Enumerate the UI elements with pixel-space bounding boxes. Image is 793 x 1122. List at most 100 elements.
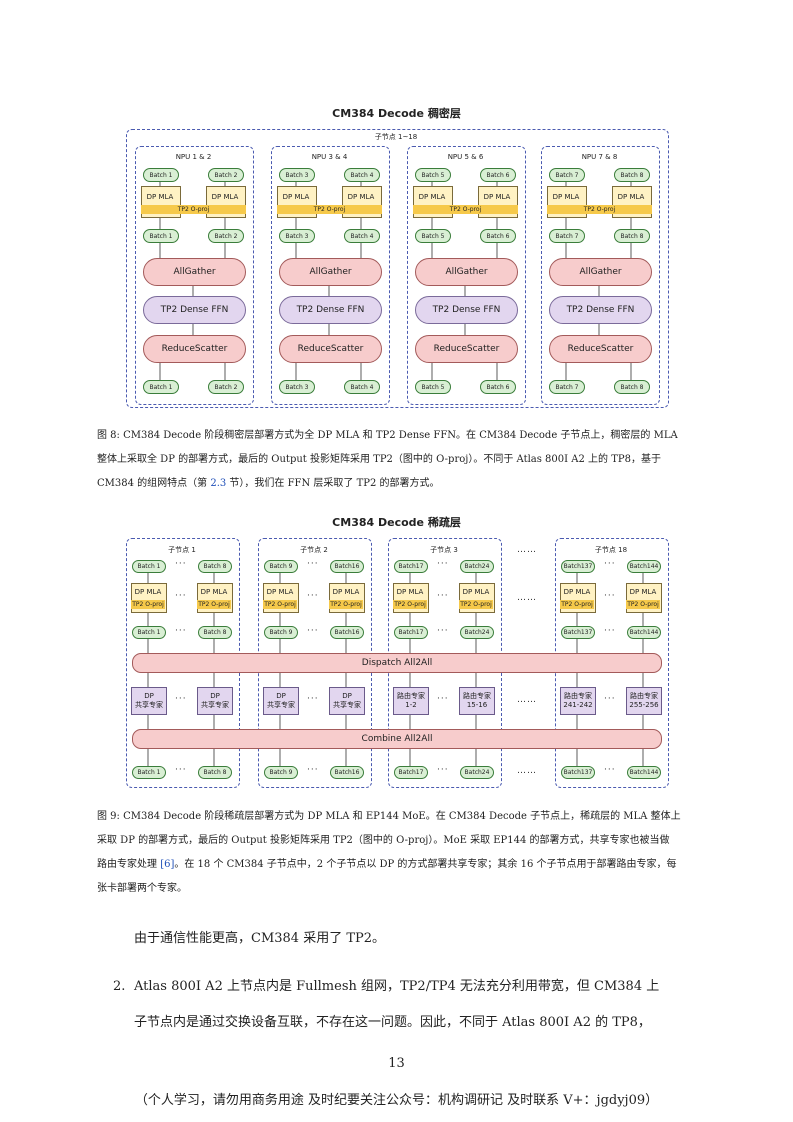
- batch-in-pill: Batch 6: [480, 168, 516, 182]
- dense-ffn-block: TP2 Dense FFN: [549, 296, 652, 324]
- list-item-line: 子节点内是通过交换设备互联，不存在这一问题。因此，不同于 Atlas 800I …: [134, 1015, 651, 1030]
- dp-mla-label: DP MLA: [617, 193, 645, 201]
- batch-out-pill: Batch 8: [614, 380, 650, 394]
- batch-out-pill: Batch 1: [132, 766, 166, 779]
- dp-mla-label: DP MLA: [629, 588, 657, 596]
- batch-in-pill: Batch 2: [208, 168, 244, 182]
- batch-out-pill: Batch24: [460, 766, 494, 779]
- tp2-oproj-bar: TP2 O-proj: [459, 600, 493, 609]
- expert-block: DP 共享专家: [131, 687, 167, 715]
- batch-in-pill: Batch137: [561, 560, 595, 573]
- batch-out-pill: Batch 6: [480, 380, 516, 394]
- dots-separator: ···: [175, 694, 187, 704]
- dp-mla-label: DP MLA: [332, 588, 360, 596]
- dots-separator: ···: [175, 626, 187, 636]
- batch-out-pill: Batch 7: [549, 380, 585, 394]
- fig8-outer-box: [126, 129, 669, 408]
- caption-text: CM384 的组网特点（第: [97, 478, 211, 489]
- batch-mid-pill: Batch17: [394, 626, 428, 639]
- tp2-oproj-bar: TP2 O-proj: [141, 205, 246, 214]
- caption-line: 张卡部署两个专家。: [97, 883, 187, 894]
- batch-mid-pill: Batch 8: [198, 626, 232, 639]
- dense-ffn-block: TP2 Dense FFN: [279, 296, 382, 324]
- batch-out-pill: Batch 5: [415, 380, 451, 394]
- batch-out-pill: Batch 2: [208, 380, 244, 394]
- dots-separator: ···: [175, 591, 187, 601]
- dots-separator: ···: [437, 559, 449, 569]
- subnode-label: 子节点 18: [594, 546, 628, 554]
- list-item-line: Atlas 800I A2 上节点内是 Fullmesh 组网，TP2/TP4 …: [134, 979, 660, 994]
- batch-mid-pill: Batch 9: [264, 626, 298, 639]
- npu-group-box: [407, 146, 526, 405]
- allgather-block: AllGather: [279, 258, 382, 286]
- batch-mid-pill: Batch 1: [132, 626, 166, 639]
- dots-separator: ···: [604, 765, 616, 775]
- list-item-number: 2.: [113, 979, 126, 994]
- dots-separator: ···: [437, 765, 449, 775]
- dp-mla-label: DP MLA: [483, 193, 511, 201]
- figure9-title: CM384 Decode 稀疏层: [332, 516, 461, 529]
- ellipsis-separator: ……: [517, 593, 537, 603]
- batch-in-pill: Batch 1: [132, 560, 166, 573]
- dots-separator: ···: [604, 626, 616, 636]
- dots-separator: ···: [604, 559, 616, 569]
- batch-mid-pill: Batch 7: [549, 229, 585, 243]
- npu-group-label: NPU 5 & 6: [447, 153, 484, 161]
- tp2-oproj-bar: TP2 O-proj: [277, 205, 382, 214]
- expert-block: 路由专家 1-2: [393, 687, 429, 715]
- batch-in-pill: Batch 7: [549, 168, 585, 182]
- batch-mid-pill: Batch 3: [279, 229, 315, 243]
- dots-separator: ···: [437, 694, 449, 704]
- caption-line: 路由专家处理 [6]。在 18 个 CM384 子节点中，2 个子节点以 DP …: [97, 853, 707, 877]
- allgather-block: AllGather: [415, 258, 518, 286]
- figure8-title: CM384 Decode 稠密层: [332, 107, 461, 120]
- dots-separator: ···: [307, 591, 319, 601]
- batch-out-pill: Batch16: [330, 766, 364, 779]
- expert-block: 路由专家 255-256: [626, 687, 662, 715]
- dp-mla-label: DP MLA: [563, 588, 591, 596]
- tp2-oproj-bar: TP2 O-proj: [329, 600, 363, 609]
- caption-line: 整体上采取全 DP 的部署方式，最后的 Output 投影矩阵采用 TP2（图中…: [97, 454, 661, 465]
- tp2-oproj-bar: TP2 O-proj: [393, 600, 427, 609]
- batch-mid-pill: Batch24: [460, 626, 494, 639]
- dp-mla-label: DP MLA: [396, 588, 424, 596]
- reducescatter-block: ReduceScatter: [279, 335, 382, 363]
- dp-mla-label: DP MLA: [418, 193, 446, 201]
- npu-group-box: [135, 146, 254, 405]
- batch-out-pill: Batch 3: [279, 380, 315, 394]
- expert-block: DP 共享专家: [329, 687, 365, 715]
- reducescatter-block: ReduceScatter: [143, 335, 246, 363]
- subnode-label: 子节点 2: [300, 546, 328, 554]
- reducescatter-block: ReduceScatter: [415, 335, 518, 363]
- batch-out-pill: Batch137: [561, 766, 595, 779]
- batch-mid-pill: Batch 8: [614, 229, 650, 243]
- caption-line: CM384 的组网特点（第 2.3 节），我们在 FFN 层采取了 TP2 的部…: [97, 472, 707, 496]
- npu-group-box: [271, 146, 390, 405]
- expert-block: 路由专家 15-16: [459, 687, 495, 715]
- batch-mid-pill: Batch 5: [415, 229, 451, 243]
- section-ref-link[interactable]: 2.3: [210, 478, 227, 489]
- tp2-oproj-bar: TP2 O-proj: [131, 600, 165, 609]
- batch-mid-pill: Batch144: [627, 626, 661, 639]
- dp-mla-label: DP MLA: [134, 588, 162, 596]
- batch-mid-pill: Batch16: [330, 626, 364, 639]
- dots-separator: ···: [307, 559, 319, 569]
- figure8-caption: 图 8: CM384 Decode 阶段稠密层部署方式为全 DP MLA 和 T…: [97, 424, 707, 496]
- allgather-block: AllGather: [143, 258, 246, 286]
- dots-separator: ···: [437, 626, 449, 636]
- citation-ref-link[interactable]: [6]: [160, 859, 175, 870]
- tp2-oproj-bar: TP2 O-proj: [626, 600, 660, 609]
- batch-out-pill: Batch 4: [344, 380, 380, 394]
- tp2-oproj-bar: TP2 O-proj: [263, 600, 297, 609]
- batch-in-pill: Batch 1: [143, 168, 179, 182]
- ellipsis-separator: ……: [517, 545, 537, 555]
- dots-separator: ···: [307, 694, 319, 704]
- caption-line: 图 9: CM384 Decode 阶段稀疏层部署方式为 DP MLA 和 EP…: [97, 811, 681, 822]
- batch-mid-pill: Batch 6: [480, 229, 516, 243]
- batch-out-pill: Batch17: [394, 766, 428, 779]
- dp-mla-label: DP MLA: [282, 193, 310, 201]
- dp-mla-label: DP MLA: [552, 193, 580, 201]
- batch-out-pill: Batch 1: [143, 380, 179, 394]
